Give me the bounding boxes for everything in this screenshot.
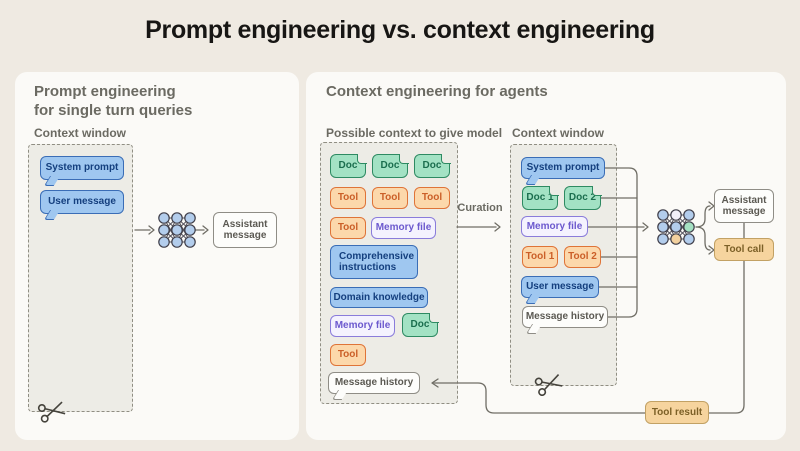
right-panel-heading: Context engineering for agents xyxy=(326,83,548,100)
node-tool-call: Tool call xyxy=(714,238,774,261)
node-system-prompt: System prompt xyxy=(521,157,605,179)
domain-knowledge-node: Domain knowledge xyxy=(330,287,428,308)
left-panel-heading-line2: for single turn queries xyxy=(34,102,193,119)
memory-file-node: Memory file xyxy=(521,216,588,237)
tool-node: Tool xyxy=(330,187,366,209)
tool-node: Tool xyxy=(330,217,366,239)
node-assistant-message: Assistant message xyxy=(714,189,774,223)
left-panel-heading-line1: Prompt engineering xyxy=(34,83,176,100)
node-tool-result: Tool result xyxy=(645,401,709,424)
left-panel-heading: Prompt engineering for single turn queri… xyxy=(34,82,192,120)
message-history-node: Message history xyxy=(328,372,420,394)
curation-label: Curation xyxy=(457,202,503,214)
doc-node: Doc xyxy=(372,153,409,178)
node-user-message: User message xyxy=(521,276,599,298)
left-context-window-label: Context window xyxy=(34,126,126,140)
tool-node: Tool xyxy=(414,187,450,209)
doc-2-node: Doc 2 xyxy=(564,185,602,210)
node-assistant-message: Assistant message xyxy=(213,212,277,248)
possible-context-label: Possible context to give model xyxy=(326,126,503,140)
page-title: Prompt engineering vs. context engineeri… xyxy=(145,16,655,44)
tool-1-node: Tool 1 xyxy=(522,246,558,268)
memory-file-node: Memory file xyxy=(371,217,436,239)
doc-node: Doc xyxy=(414,153,451,178)
comprehensive-instructions-node: Comprehensive instructions xyxy=(330,245,418,279)
tool-2-node: Tool 2 xyxy=(564,246,601,268)
tool-node: Tool xyxy=(330,344,366,366)
doc-node: Doc xyxy=(402,312,439,337)
doc-1-node: Doc 1 xyxy=(522,185,559,210)
right-context-window-label: Context window xyxy=(512,126,604,140)
node-system-prompt: System prompt xyxy=(40,156,124,180)
tool-node: Tool xyxy=(372,187,408,209)
memory-file-node: Memory file xyxy=(330,315,395,337)
left-context-window xyxy=(28,144,133,412)
doc-node: Doc xyxy=(330,153,367,178)
message-history-node: Message history xyxy=(522,306,608,328)
node-user-message: User message xyxy=(40,190,124,214)
